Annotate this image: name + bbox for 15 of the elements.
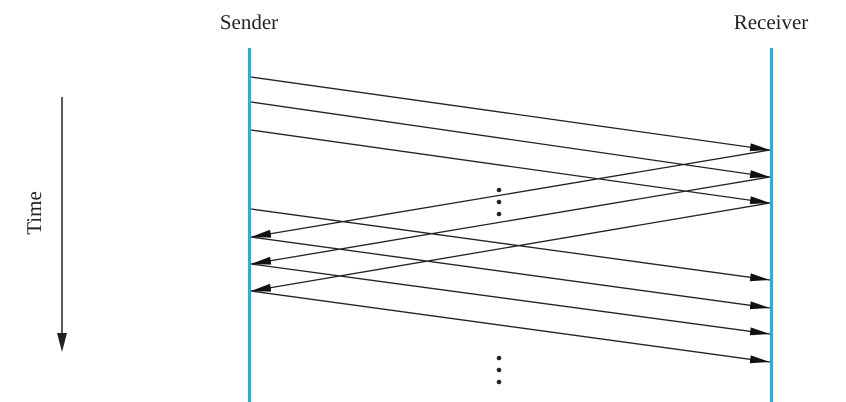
message-arrow [250,290,770,364]
message-arrow [250,208,770,282]
message-arrow [250,76,770,152]
message-arrow [250,176,770,265]
message-arrow [250,149,770,238]
participant-label: Receiver [706,10,836,34]
message-arrow [250,202,770,292]
axis-label: Time [22,190,46,237]
lifeline [770,48,773,402]
participant-label: Sender [189,10,309,34]
message-arrow [250,129,770,204]
lifeline [248,48,251,402]
message-arrow [250,101,770,178]
message-arrow [250,236,770,310]
message-arrow [250,263,770,336]
